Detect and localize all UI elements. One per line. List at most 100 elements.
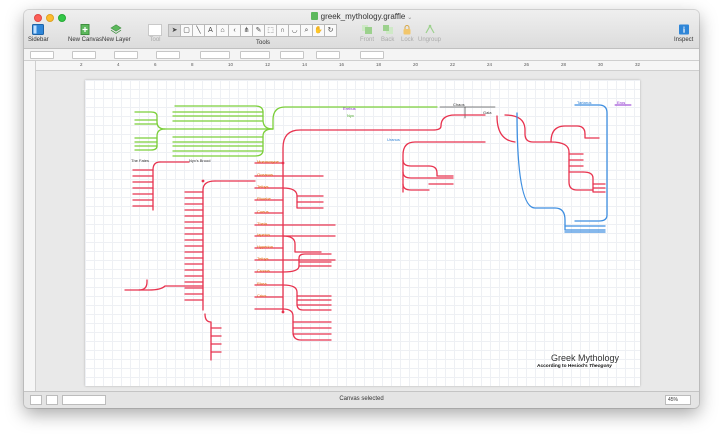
ruler-tick-label: 6	[154, 62, 157, 67]
layer-selector[interactable]	[62, 395, 106, 405]
canvas-view-button[interactable]	[30, 395, 42, 405]
genealogy-diagram[interactable]	[85, 80, 640, 386]
fill-style-field[interactable]	[200, 51, 230, 59]
label-the-fates: The Fates	[131, 158, 150, 163]
corner-radius-field[interactable]	[316, 51, 340, 59]
x-position-field[interactable]	[30, 51, 54, 59]
green-branch	[134, 105, 438, 157]
red-branch	[124, 114, 606, 361]
ruler-tick-label: 8	[191, 62, 194, 67]
new-canvas-button[interactable]: New Canvas	[68, 24, 102, 43]
label-uranus: Uranus	[387, 137, 400, 142]
new-layer-button[interactable]: New Layer	[102, 24, 131, 43]
diagram-tool-icon[interactable]: ⋔	[240, 24, 253, 37]
app-window: greek_mythology.graffle⌄ Sidebar New Can…	[24, 10, 699, 408]
pen-tool-icon[interactable]: ✎	[252, 24, 265, 37]
inspect-icon: i	[678, 24, 689, 35]
label-tartarus: Tartarus	[577, 100, 592, 105]
line-tool-icon[interactable]: ╲	[192, 24, 205, 37]
minimize-window-button[interactable]	[46, 14, 54, 22]
ruler-tick-label: 28	[561, 62, 567, 67]
titan-label: Cronus	[257, 268, 270, 273]
ruler-tick-label: 22	[450, 62, 456, 67]
rotate-tool-icon[interactable]: ↻	[324, 24, 337, 37]
shape-tool-icon[interactable]: ▢	[180, 24, 193, 37]
stroke-style-field[interactable]	[240, 51, 270, 59]
tools-label: Tools	[256, 40, 271, 46]
bring-front-icon	[362, 25, 372, 34]
titan-label: Mnemosyne	[257, 159, 279, 164]
tool-button[interactable]: Tool	[148, 24, 162, 43]
diagram-title: Greek Mythology	[551, 353, 620, 363]
ruler-tick-label: 26	[524, 62, 530, 67]
style-bar	[24, 49, 699, 61]
titan-label: Rhea	[257, 281, 267, 286]
back-button[interactable]: Back	[381, 24, 394, 43]
label-nyx: Nyx	[347, 113, 354, 118]
blue-branch	[516, 104, 608, 233]
lock-button[interactable]: Lock	[401, 24, 414, 43]
titan-label: Iapetus	[257, 232, 271, 237]
inspect-button[interactable]: i Inspect	[674, 24, 694, 43]
svg-text:i: i	[683, 26, 686, 35]
close-window-button[interactable]	[34, 14, 42, 22]
tools-group: ➤ ▢ ╲ A ⌂ ‹ ⋔ ✎ ⬚ ∩ ◡ ⌕ ✋ ↻	[168, 24, 337, 37]
zoom-field[interactable]: 45%	[665, 395, 691, 405]
status-text: Canvas selected	[339, 396, 384, 402]
front-button[interactable]: Front	[360, 24, 374, 43]
ruler-tick-label: 14	[302, 62, 308, 67]
outline-view-button[interactable]	[46, 395, 58, 405]
ruler-tick-label: 10	[228, 62, 234, 67]
vertical-ruler	[24, 61, 36, 391]
sidebar-button[interactable]: Sidebar	[28, 24, 49, 43]
ruler-tick-label: 18	[376, 62, 382, 67]
label-chaos: Chaos	[453, 102, 465, 107]
ruler-tick-label: 12	[265, 62, 271, 67]
label-nyx-brood: Nyx's Brood	[189, 158, 211, 163]
label-gaia: Gaia	[483, 110, 492, 115]
document-icon	[310, 12, 318, 20]
ruler-tick-label: 24	[487, 62, 493, 67]
ruler-tick-label: 2	[80, 62, 83, 67]
height-field[interactable]	[156, 51, 180, 59]
titan-label: Oceanus	[257, 172, 274, 177]
toolbar: greek_mythology.graffle⌄ Sidebar New Can…	[24, 10, 699, 49]
select-tool-icon[interactable]: ⬚	[264, 24, 277, 37]
y-position-field[interactable]	[72, 51, 96, 59]
chaos-connector	[439, 106, 496, 119]
titan-label: Theia	[257, 221, 268, 226]
titan-label: Hyperion	[257, 244, 274, 249]
window-title: greek_mythology.graffle⌄	[24, 12, 699, 21]
titan-nodes	[201, 161, 285, 314]
chevron-down-icon[interactable]: ⌄	[407, 15, 413, 21]
zoom-window-button[interactable]	[58, 14, 66, 22]
new-layer-icon	[110, 24, 122, 34]
ungroup-button[interactable]: Ungroup	[418, 24, 441, 43]
tool-swatch	[148, 24, 162, 36]
lock-icon	[403, 25, 411, 35]
status-bar: Canvas selected 45%	[24, 391, 699, 408]
titan-label: Tethys	[257, 256, 269, 261]
width-field[interactable]	[114, 51, 138, 59]
label-erebus: Erebus	[343, 106, 356, 111]
send-back-icon	[382, 25, 393, 34]
new-canvas-icon	[80, 24, 90, 35]
shadow-field[interactable]	[360, 51, 384, 59]
ruler-tick-label: 20	[413, 62, 419, 67]
sidebar-icon	[32, 24, 45, 35]
diagram-page[interactable]: Chaos Gaia Erebus Nyx Uranus Tartarus Er…	[85, 80, 640, 386]
titan-label: Coeus	[257, 209, 269, 214]
titan-label: Crius	[257, 293, 267, 298]
label-eros: Eros	[617, 100, 626, 105]
titan-label: Phoebe	[257, 196, 271, 201]
ruler-tick-label: 16	[339, 62, 345, 67]
ungroup-icon	[424, 24, 435, 34]
diagram-subtitle: According to Hesiod's Theogony	[537, 364, 612, 369]
ruler-tick-label: 32	[635, 62, 641, 67]
line-width-field[interactable]	[280, 51, 304, 59]
titan-label: Tethys	[257, 184, 269, 189]
ruler-tick-label: 30	[598, 62, 604, 67]
canvas-area[interactable]: Chaos Gaia Erebus Nyx Uranus Tartarus Er…	[36, 71, 699, 391]
ruler-tick-label: 4	[117, 62, 120, 67]
